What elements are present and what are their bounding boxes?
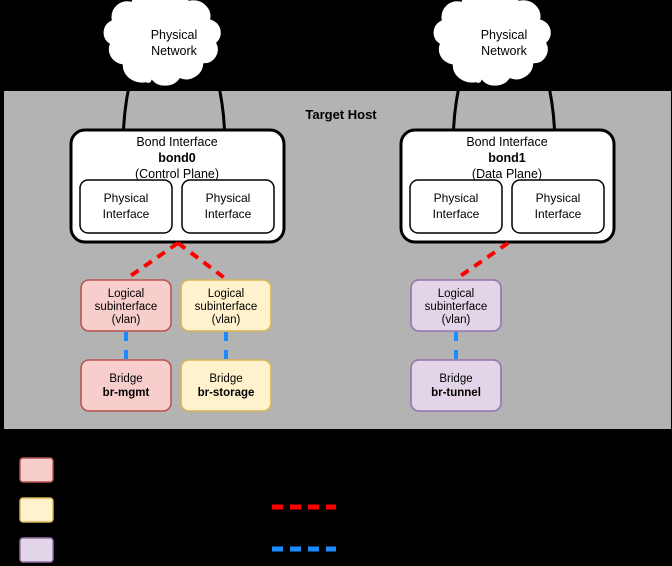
bridge-br-storage[interactable]: Bridge br-storage <box>180 359 272 412</box>
bond1-nic-2[interactable]: Physical Interface <box>511 179 605 234</box>
bond0-role: (Control Plane) <box>135 167 219 181</box>
br-mgmt-name: br-mgmt <box>103 387 150 399</box>
bond1-nic-1-box[interactable] <box>409 179 503 234</box>
bond1-nic-2-box[interactable] <box>511 179 605 234</box>
br-mgmt-label: Bridge <box>109 373 142 385</box>
cloud-left-shape <box>102 0 223 88</box>
vlan-storage-label-line1: Logical <box>208 288 244 300</box>
legend-swatch-storage-box <box>19 497 54 523</box>
vlan-link-group <box>124 241 510 281</box>
vlan-mgmt-label-line1: Logical <box>108 288 144 300</box>
vlan-storage-label-line2: subinterface <box>195 301 258 313</box>
vlan-storage-label-line3: (vlan) <box>212 314 241 326</box>
bond1-nic-1-label-line1: Physical <box>434 191 479 205</box>
bond0-nic-1-label-line1: Physical <box>104 191 149 205</box>
vlan-mgmt-label-line2: subinterface <box>95 301 158 313</box>
bond0-nic-2-label-line2: Interface <box>205 207 252 221</box>
bond1-role: (Data Plane) <box>472 167 542 181</box>
br-tunnel-label: Bridge <box>439 373 472 385</box>
bond0-nic-2-box[interactable] <box>181 179 275 234</box>
vlan-mgmt-label-line3: (vlan) <box>112 314 141 326</box>
bond0-nic-1[interactable]: Physical Interface <box>79 179 173 234</box>
cloud-left: Physical Network <box>102 0 223 88</box>
legend-swatch-tunnel <box>19 537 54 563</box>
vlan-storage-box[interactable] <box>180 279 272 332</box>
bond0-title: Bond Interface <box>136 135 217 149</box>
cloud-right: Physical Network <box>432 0 553 88</box>
bridge-br-tunnel[interactable]: Bridge br-tunnel <box>410 359 502 412</box>
vlan-tunnel-label-line3: (vlan) <box>442 314 471 326</box>
br-storage-name: br-storage <box>198 387 255 399</box>
cloud-left-label-line1: Physical <box>151 28 198 42</box>
legend-swatch-mgmt-box <box>19 457 54 483</box>
subinterface-vlan-storage[interactable]: Logical subinterface (vlan) <box>180 279 272 332</box>
vlan-mgmt-box[interactable] <box>80 279 172 332</box>
bond1-nic-2-label-line2: Interface <box>535 207 582 221</box>
br-storage-label: Bridge <box>209 373 242 385</box>
bond-interface-bond1[interactable]: Bond Interface bond1 (Data Plane) Physic… <box>399 128 616 244</box>
subinterface-vlan-tunnel[interactable]: Logical subinterface (vlan) <box>410 279 502 332</box>
bond1-nic-1-label-line2: Interface <box>433 207 480 221</box>
vlan-tunnel-label-line2: subinterface <box>425 301 488 313</box>
target-host-label: Target Host <box>305 107 377 122</box>
vlan-link-bond1-to-tunnel <box>454 241 510 281</box>
bond1-name: bond1 <box>488 151 526 165</box>
br-tunnel-box[interactable] <box>410 359 502 412</box>
br-mgmt-box[interactable] <box>80 359 172 412</box>
br-tunnel-name: br-tunnel <box>431 387 481 399</box>
bond0-nic-2-label-line1: Physical <box>206 191 251 205</box>
cloud-left-label-line2: Network <box>151 44 198 58</box>
cloud-right-label-line2: Network <box>481 44 528 58</box>
vlan-link-bond0-to-storage <box>176 241 228 281</box>
bond1-nic-1[interactable]: Physical Interface <box>409 179 503 234</box>
bond-interface-bond0[interactable]: Bond Interface bond0 (Control Plane) Phy… <box>69 128 286 244</box>
bond1-title: Bond Interface <box>466 135 547 149</box>
vlan-link-bond0-to-mgmt <box>124 241 180 281</box>
br-storage-box[interactable] <box>180 359 272 412</box>
bond0-nic-1-label-line2: Interface <box>103 207 150 221</box>
bridge-br-mgmt[interactable]: Bridge br-mgmt <box>80 359 172 412</box>
vlan-tunnel-box[interactable] <box>410 279 502 332</box>
bond0-name: bond0 <box>158 151 196 165</box>
cloud-right-label-line1: Physical <box>481 28 528 42</box>
subinterface-vlan-mgmt[interactable]: Logical subinterface (vlan) <box>80 279 172 332</box>
bond0-nic-1-box[interactable] <box>79 179 173 234</box>
cloud-right-shape <box>432 0 553 88</box>
bond0-nic-2[interactable]: Physical Interface <box>181 179 275 234</box>
legend-swatch-mgmt <box>19 457 54 483</box>
legend <box>19 457 336 563</box>
bridge-link-group <box>124 332 458 359</box>
legend-swatch-tunnel-box <box>19 537 54 563</box>
bond1-nic-2-label-line1: Physical <box>536 191 581 205</box>
vlan-tunnel-label-line1: Logical <box>438 288 474 300</box>
legend-swatch-storage <box>19 497 54 523</box>
